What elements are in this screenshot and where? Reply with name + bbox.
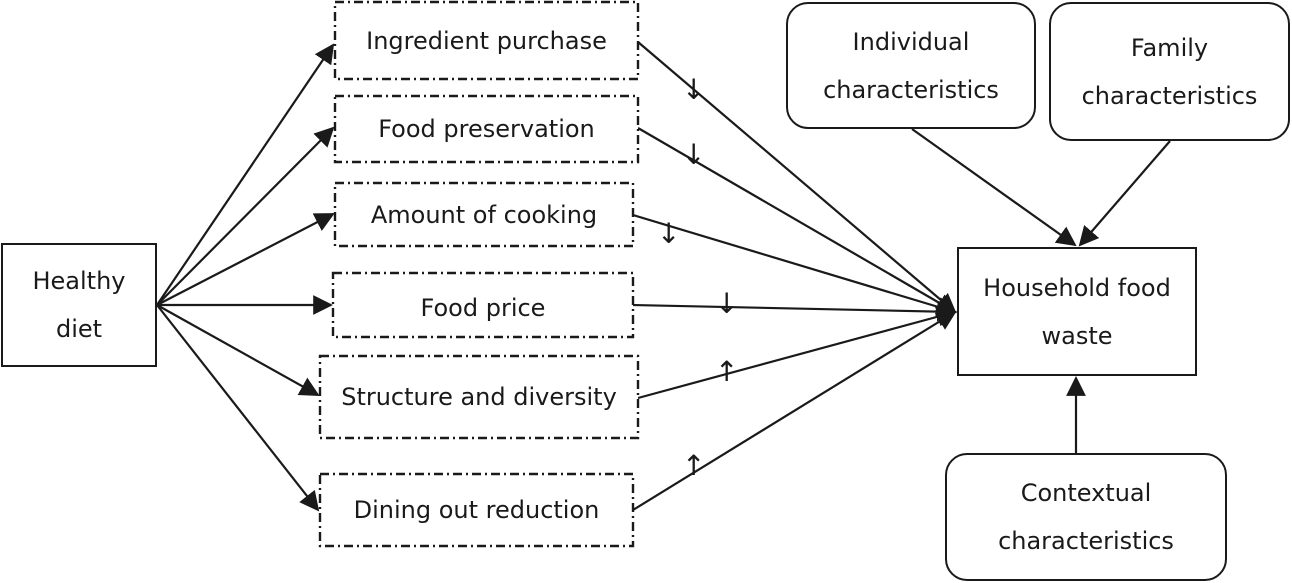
- family-line2: characteristics: [1081, 81, 1258, 110]
- arrow-food-price-to-waste: [632, 301, 957, 322]
- effect-arrow-down-icon: ↓: [657, 217, 681, 250]
- mediator-amount-of-cooking: Amount of cooking: [338, 186, 630, 243]
- household-food-waste-line1: Household food: [983, 273, 1171, 302]
- effect-arrow-down-icon: ↓: [682, 138, 706, 171]
- border-structure-diversity: [318, 354, 640, 440]
- effect-arrow-down-icon: ↓: [682, 73, 706, 106]
- effect-arrow-up-icon: ↑: [682, 449, 706, 482]
- mediator-label: Food preservation: [378, 115, 595, 143]
- mediator-label: Dining out reduction: [353, 496, 600, 524]
- individual-line2: characteristics: [823, 75, 999, 104]
- mediator-label: Structure and diversity: [341, 383, 617, 411]
- mediator-to-waste-arrows: [632, 41, 957, 511]
- arrow-dining-out-to-waste: [632, 310, 957, 511]
- arrow-diet-to-food-preservation: [156, 126, 335, 306]
- family-characteristics-box: Family characteristics: [1049, 2, 1290, 141]
- contextual-line1: Contextual: [1020, 479, 1152, 507]
- household-food-waste-line2: waste: [1041, 321, 1113, 350]
- contextual-characteristics-box: Contextual characteristics: [945, 453, 1227, 581]
- factor-arrows: [911, 128, 1171, 453]
- arrow-individual-to-waste: [911, 128, 1077, 247]
- mediator-food-preservation: Food preservation: [338, 99, 635, 159]
- arrow-diet-to-dining-out: [156, 304, 320, 512]
- arrow-diet-to-amount-of-cooking: [156, 213, 335, 306]
- family-line1: Family: [1130, 33, 1209, 62]
- healthy-diet-line2: diet: [55, 315, 103, 343]
- mediator-label: Amount of cooking: [370, 200, 598, 229]
- effect-arrow-down-icon: ↓: [715, 287, 739, 320]
- border-dining-out: [318, 472, 635, 548]
- healthy-diet-box: Healthy diet: [1, 243, 157, 367]
- mediator-label: Food price: [420, 294, 546, 322]
- border-ingredient-purchase: [333, 0, 640, 81]
- mediator-food-price: Food price: [336, 278, 630, 338]
- border-amount-of-cooking: [333, 181, 635, 248]
- arrow-diet-to-structure-diversity: [156, 304, 320, 396]
- arrow-ingredient-purchase-to-waste: [637, 41, 957, 314]
- arrow-diet-to-ingredient-purchase: [156, 43, 335, 306]
- arrow-structure-diversity-to-waste: [637, 307, 957, 400]
- healthy-diet-line1: Healthy: [32, 267, 126, 295]
- arrow-family-to-waste: [1078, 140, 1171, 247]
- mediator-label: Ingredient purchase: [366, 27, 607, 55]
- household-food-waste-box: Household food waste: [957, 247, 1197, 376]
- arrow-amount-of-cooking-to-waste: [632, 213, 957, 317]
- arrow-food-preservation-to-waste: [637, 127, 957, 313]
- mediator-borders: [318, 0, 640, 548]
- border-food-price: [331, 271, 635, 339]
- individual-characteristics-box: Individual characteristics: [786, 2, 1036, 129]
- contextual-line2: characteristics: [998, 527, 1174, 555]
- effect-arrow-up-icon: ↑: [715, 355, 739, 388]
- individual-line1: Individual: [852, 27, 970, 56]
- border-food-preservation: [333, 94, 640, 164]
- mediator-structure-diversity: Structure and diversity: [323, 359, 635, 435]
- mediator-dining-out-reduction: Dining out reduction: [323, 477, 630, 543]
- mediator-ingredient-purchase: Ingredient purchase: [338, 6, 635, 76]
- diet-to-mediator-arrows: [156, 43, 335, 512]
